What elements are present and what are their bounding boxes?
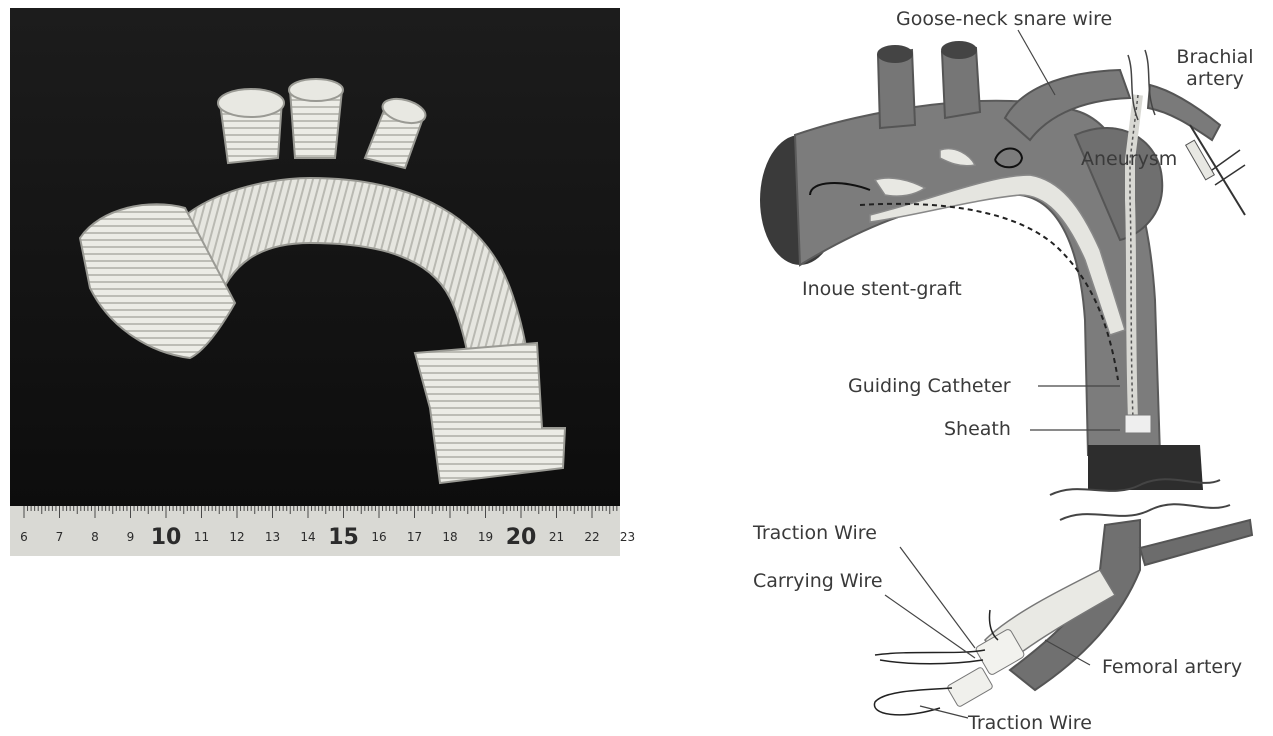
ruler-number: 18 [442,530,457,544]
ruler-number: 10 [151,526,182,550]
ruler-number: 19 [478,530,493,544]
label-traction-wire-bottom: Traction Wire [968,712,1092,734]
vessel-break-mark-bottom [1060,504,1230,520]
label-inoue-stent-graft: Inoue stent-graft [802,278,962,300]
ruler-number: 20 [506,526,537,550]
ruler-number: 9 [127,530,135,544]
ruler-number: 14 [300,530,315,544]
label-traction-wire-top: Traction Wire [753,522,877,544]
ruler-number: 17 [407,530,422,544]
ruler-number: 13 [265,530,280,544]
label-carrying-wire: Carrying Wire [753,570,883,592]
ruler-number: 22 [584,530,599,544]
label-aneurysm: Aneurysm [1081,148,1177,170]
ruler-number: 23 [620,530,635,544]
stent-graft-deployment-diagram: Goose-neck snare wire Brachial artery An… [700,0,1273,736]
iliac-branch [1140,520,1252,565]
femoral-introducer [947,667,994,708]
ruler-number: 21 [549,530,564,544]
ruler-number: 12 [229,530,244,544]
label-guiding-catheter: Guiding Catheter [848,375,1011,397]
carrying-wire-line [880,660,983,664]
sheath-tip [1125,415,1151,433]
label-brachial-artery: Brachial artery [1160,46,1270,90]
label-sheath: Sheath [944,418,1011,440]
ruler-number: 8 [91,530,99,544]
brachial-access-needle [1186,125,1245,215]
aorta-illustration [700,0,1273,736]
label-goose-neck-snare-wire: Goose-neck snare wire [896,8,1112,30]
stent-graft-photo-image [10,8,620,556]
ruler-number: 11 [194,530,209,544]
ruler-number: 6 [20,530,28,544]
ruler-number: 15 [328,526,359,550]
ruler-number: 16 [371,530,386,544]
ruler-number: 7 [56,530,64,544]
traction-wire-top-line [875,650,985,655]
label-femoral-artery: Femoral artery [1102,656,1242,678]
